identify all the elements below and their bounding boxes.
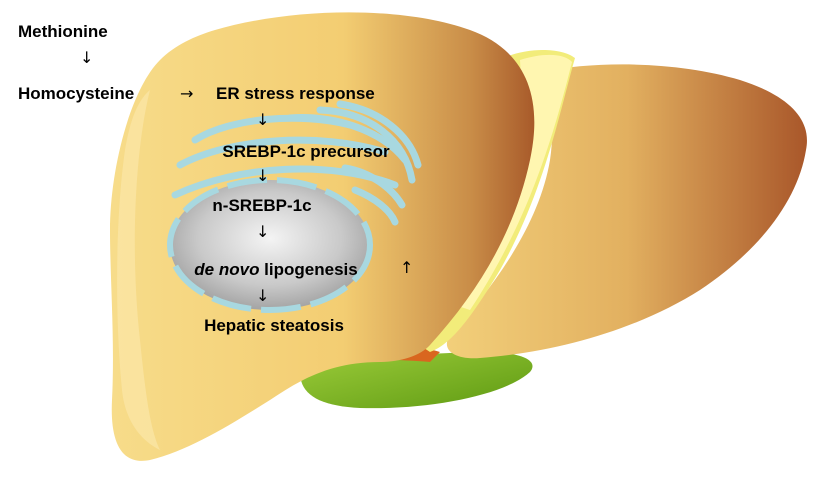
lipogenesis-italic: de novo bbox=[194, 260, 260, 279]
arrow-homocysteine-to-er: → bbox=[180, 84, 194, 103]
n-srebp-label: n-SREBP-1c bbox=[212, 196, 312, 215]
right-lobe bbox=[446, 64, 807, 359]
arrow-precursor-to-nsrebp: ↓ bbox=[256, 166, 270, 185]
homocysteine-label: Homocysteine bbox=[18, 84, 135, 103]
arrow-nsrebp-to-lipogenesis: ↓ bbox=[256, 222, 270, 241]
er-membrane bbox=[171, 100, 422, 226]
lipogenesis-text: lipogenesis bbox=[259, 260, 358, 279]
arrow-lipogenesis-to-steatosis: ↓ bbox=[256, 286, 270, 305]
gallbladder bbox=[300, 351, 533, 409]
methionine-label: Methionine bbox=[18, 22, 108, 41]
hepatic-steatosis-label: Hepatic steatosis bbox=[204, 316, 344, 335]
srebp-precursor-label: SREBP-1c precursor bbox=[222, 142, 390, 161]
lipogenesis-label: de novo lipogenesis bbox=[194, 260, 357, 280]
arrow-er-to-precursor: ↓ bbox=[256, 110, 270, 129]
arrow-lipogenesis-increase: ↑ bbox=[400, 258, 414, 277]
left-lobe-highlight bbox=[117, 90, 160, 450]
nuclear-envelope bbox=[167, 177, 373, 313]
nucleus bbox=[170, 180, 370, 310]
arrow-methionine-to-homocysteine: ↓ bbox=[80, 48, 94, 67]
er-stress-label: ER stress response bbox=[216, 84, 375, 103]
